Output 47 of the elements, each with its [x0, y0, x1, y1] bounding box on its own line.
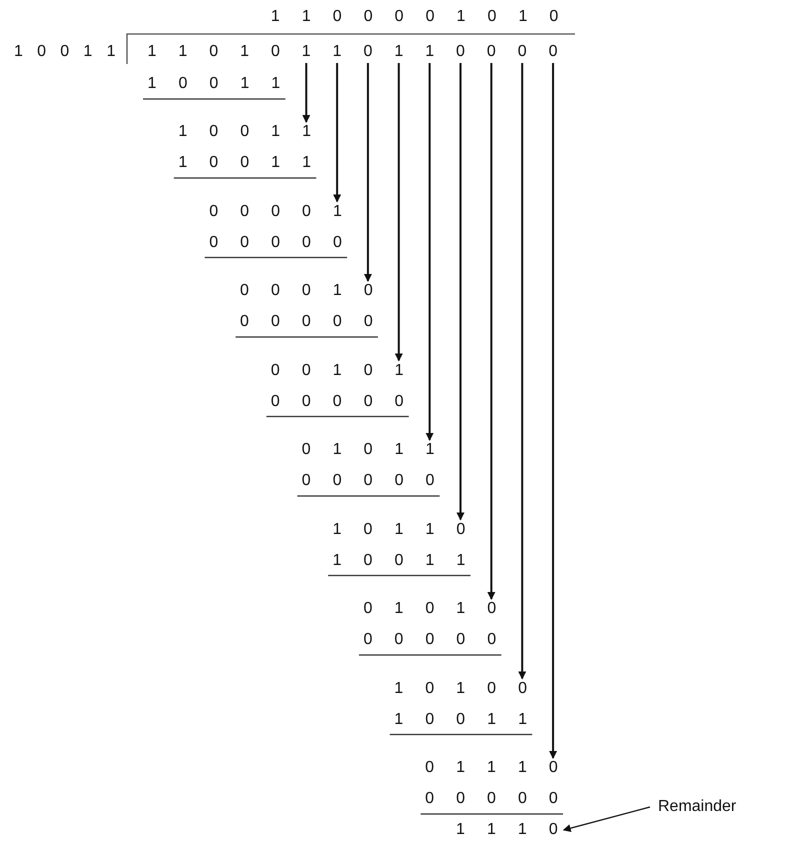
- binary-row: 0 1 0 1 1: [302, 440, 434, 460]
- binary-row: 1 0 0 1 1: [332, 550, 466, 570]
- arrow: [426, 63, 434, 441]
- dividend-digit: 0: [209, 42, 218, 62]
- arrow: [364, 63, 372, 282]
- binary-row: 0 0 0 0 1: [209, 202, 342, 222]
- dividend-digit: 1: [240, 42, 249, 62]
- callout-text: Remainder: [658, 797, 736, 817]
- binary-row: 0 0 0 0 0: [240, 312, 373, 332]
- binary-row: 0 0 0 0 0: [209, 232, 342, 252]
- binary-row: 0 1 0 1 0: [363, 599, 496, 619]
- leader-line: [562, 806, 650, 832]
- arrow: [333, 63, 342, 202]
- quotient-number: 1 1 0 0 0 0 1 0 1 0: [270, 7, 558, 27]
- binary-row: 0 0 1 0 1: [270, 360, 404, 380]
- dividend-digit: 0: [548, 42, 558, 62]
- dividend-digit: 1: [425, 42, 434, 62]
- binary-row: 0 0 0 0 0: [270, 392, 404, 412]
- binary-row: 1 0 0 1 1: [148, 74, 280, 94]
- binary-row: 1 0 1 0 0: [394, 678, 527, 698]
- arrow: [549, 63, 558, 759]
- binary-row: 1 0 0 1 1: [178, 153, 312, 173]
- arrow: [518, 63, 526, 680]
- binary-row: 0 0 0 0 0: [425, 789, 558, 809]
- divisor-number: 1 0 0 1 1: [14, 42, 116, 62]
- dividend-digit: 0: [456, 42, 465, 62]
- binary-row: 0 1 1 1 0: [425, 758, 558, 778]
- binary-row: 1 0 1 1 0: [332, 520, 466, 540]
- binary-row: 1 1 1 0: [456, 820, 558, 840]
- binary-row: 1 0 0 1 1: [178, 122, 312, 142]
- dividend-digit: 1: [394, 42, 404, 62]
- dividend-digit: 1: [148, 42, 156, 62]
- binary-row: 0 0 0 1 0: [240, 281, 373, 301]
- binary-row: 0 0 0 0 0: [363, 630, 496, 650]
- arrow: [394, 63, 403, 362]
- dividend-digit: 0: [518, 42, 527, 62]
- arrow: [302, 63, 310, 123]
- dividend-digit: 0: [486, 42, 496, 62]
- dividend-digit: 0: [363, 42, 372, 62]
- dividend-digit: 0: [270, 42, 280, 62]
- binary-row: 1 0 0 1 1: [394, 710, 527, 730]
- arrow: [456, 63, 464, 520]
- arrow: [487, 63, 496, 600]
- dividend-digit: 1: [178, 42, 188, 62]
- binary-row: 0 0 0 0 0: [302, 471, 434, 491]
- dividend-digit: 1: [302, 42, 311, 62]
- dividend-digit: 1: [332, 42, 342, 62]
